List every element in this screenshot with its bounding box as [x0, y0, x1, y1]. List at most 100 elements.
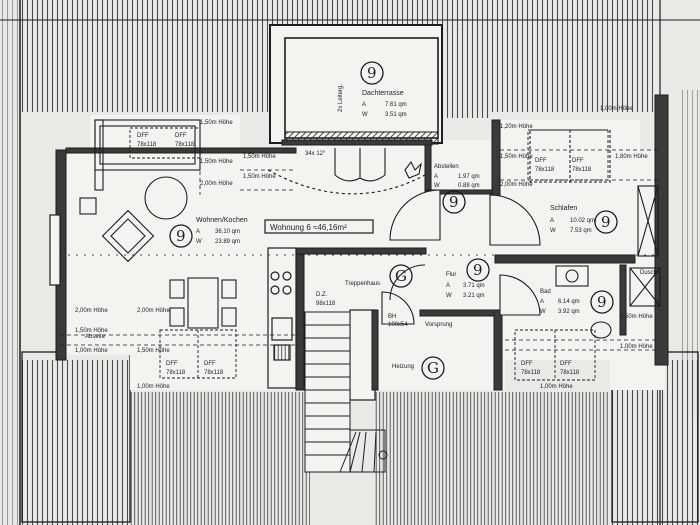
height-mark: 1,50m Höhe: [137, 348, 170, 354]
area-a-label: A: [540, 299, 544, 305]
room-name: Schlafen: [550, 205, 577, 212]
height-mark: 1,20m Höhe: [500, 124, 533, 130]
room-name: Wohnen/Kochen: [196, 217, 248, 224]
window-type: DFF: [175, 133, 187, 139]
room-heizung: Heizung G: [392, 356, 445, 380]
area-w-label: W: [550, 228, 556, 234]
dz-size: 98x118: [316, 301, 336, 307]
area-a-label: A: [196, 229, 200, 235]
room-number: 9: [449, 193, 459, 211]
roof-windows: [129, 127, 609, 381]
room-name: Bad: [540, 289, 551, 295]
room-number: 9: [601, 213, 611, 231]
room-name: Dachterrasse: [362, 90, 404, 97]
staircase: [304, 311, 388, 473]
room-name: Heizung: [392, 364, 414, 370]
area-w-label: W: [446, 293, 452, 299]
height-marks: 1,50m Höhe 1,50m Höhe 1,50m Höhe 1,50m H…: [75, 106, 653, 390]
roof-terrace: [269, 24, 443, 145]
apartment-label: Wohnung 6 ≈46,16m²: [264, 219, 374, 234]
apartment-label-text: Wohnung 6 ≈46,16m²: [270, 223, 347, 232]
bh-label: BH: [388, 314, 396, 320]
projection-label: Vorsprung: [425, 322, 452, 328]
area-w-label: W: [540, 309, 546, 315]
window-type: DFF: [137, 133, 149, 139]
room-name: Abstellen: [434, 164, 459, 170]
height-mark: 1,50m Höhe: [500, 154, 533, 160]
window-size: 78x118: [204, 370, 224, 376]
height-mark: 1,50m Höhe: [243, 174, 276, 180]
height-mark: 1,00m Höhe: [137, 384, 170, 390]
shower-label: Dusche: [640, 270, 661, 276]
height-mark: 2,00m Höhe: [137, 308, 170, 314]
height-mark: 1,50m Höhe: [200, 159, 233, 165]
terrace-note: 2x Leiterg.: [338, 84, 344, 112]
room-number: G: [395, 267, 407, 285]
area-w-value: 3.51 qm: [385, 112, 407, 118]
room-bad: Bad A 6.14 qm W 3.92 qm 9: [540, 289, 614, 315]
room-number: G: [427, 359, 439, 377]
height-mark: 1,00m Höhe: [540, 384, 573, 390]
kitchen-counter: [267, 247, 297, 389]
height-mark: 2,00m Höhe: [75, 308, 108, 314]
area-w-value: 3.92 qm: [558, 309, 580, 315]
room-name: Flur: [446, 272, 456, 278]
room-dachterrasse: 9 Dachterrasse A 7.61 qm W 3.51 qm 2x Le…: [338, 61, 407, 118]
room-number: 9: [597, 293, 607, 311]
misc-labels: 34x 12° Dusche Vorsprung Abseite D.Z. 98…: [85, 151, 661, 340]
window-type: DFF: [572, 158, 584, 164]
height-lines: [60, 149, 660, 351]
height-mark: 2,00m Höhe: [200, 181, 233, 187]
height-mark: 1,00m Höhe: [75, 348, 108, 354]
room-schlafen: Schlafen A 10.02 qm W 7.53 qm 9: [550, 205, 618, 234]
stair-note: 34x 12°: [305, 151, 326, 157]
bh-size: 100x54: [388, 322, 408, 328]
area-w-label: W: [196, 239, 202, 245]
height-mark: 2,00m Höhe: [500, 182, 533, 188]
area-a-label: A: [362, 102, 366, 108]
area-a-label: A: [550, 218, 554, 224]
area-a-label: A: [434, 174, 438, 180]
area-a-value: 36.10 qm: [215, 229, 240, 235]
dz-label: D.Z.: [316, 292, 328, 298]
height-mark: 1,00m Höhe: [620, 344, 653, 350]
area-w-label: W: [362, 112, 368, 118]
room-number: 9: [367, 64, 377, 82]
area-a-value: 10.02 qm: [570, 218, 595, 224]
window-size: 78x118: [560, 370, 580, 376]
area-w-value: 23.89 qm: [215, 239, 240, 245]
height-mark: 1,50m Höhe: [243, 154, 276, 160]
area-a-value: 1.97 qm: [458, 174, 480, 180]
area-a-value: 6.14 qm: [558, 299, 580, 305]
area-a-value: 7.61 qm: [385, 102, 407, 108]
window-size: 78x118: [572, 167, 592, 173]
area-a-label: A: [446, 283, 450, 289]
window-size: 78x118: [175, 142, 195, 148]
height-mark: 1,50m Höhe: [200, 120, 233, 126]
window-type: DFF: [535, 158, 547, 164]
room-abstellen: Abstellen A 1.97 qm W 0.88 qm 9: [434, 164, 480, 214]
window-size: 78x118: [137, 142, 157, 148]
area-w-value: 3.21 qm: [463, 293, 485, 299]
room-wohnen-kochen: 9 Wohnen/Kochen A 36.10 qm W 23.89 qm: [169, 217, 248, 248]
window-labels: DFF 78x118 DFF 78x118 DFF 78x118 DFF 78x…: [137, 133, 592, 376]
window-type: DFF: [204, 361, 216, 367]
window-type: DFF: [166, 361, 178, 367]
room-flur: Flur A 3.71 qm W 3.21 qm 9: [446, 258, 490, 299]
area-a-value: 3.71 qm: [463, 283, 485, 289]
window-size: 78x118: [535, 167, 555, 173]
area-w-value: 7.53 qm: [570, 228, 592, 234]
area-w-value: 0.88 qm: [458, 183, 480, 189]
window-type: DFF: [521, 361, 533, 367]
window-size: 78x118: [166, 370, 186, 376]
height-mark: 1,50m Höhe: [75, 328, 108, 334]
window-size: 78x118: [521, 370, 541, 376]
height-mark: 1,00m Höhe: [600, 106, 633, 112]
window-type: DFF: [560, 361, 572, 367]
area-w-label: W: [434, 183, 440, 189]
doors: [267, 148, 541, 325]
room-name: Treppenhaus: [345, 281, 380, 287]
room-treppenhaus: Treppenhaus G: [345, 264, 413, 288]
